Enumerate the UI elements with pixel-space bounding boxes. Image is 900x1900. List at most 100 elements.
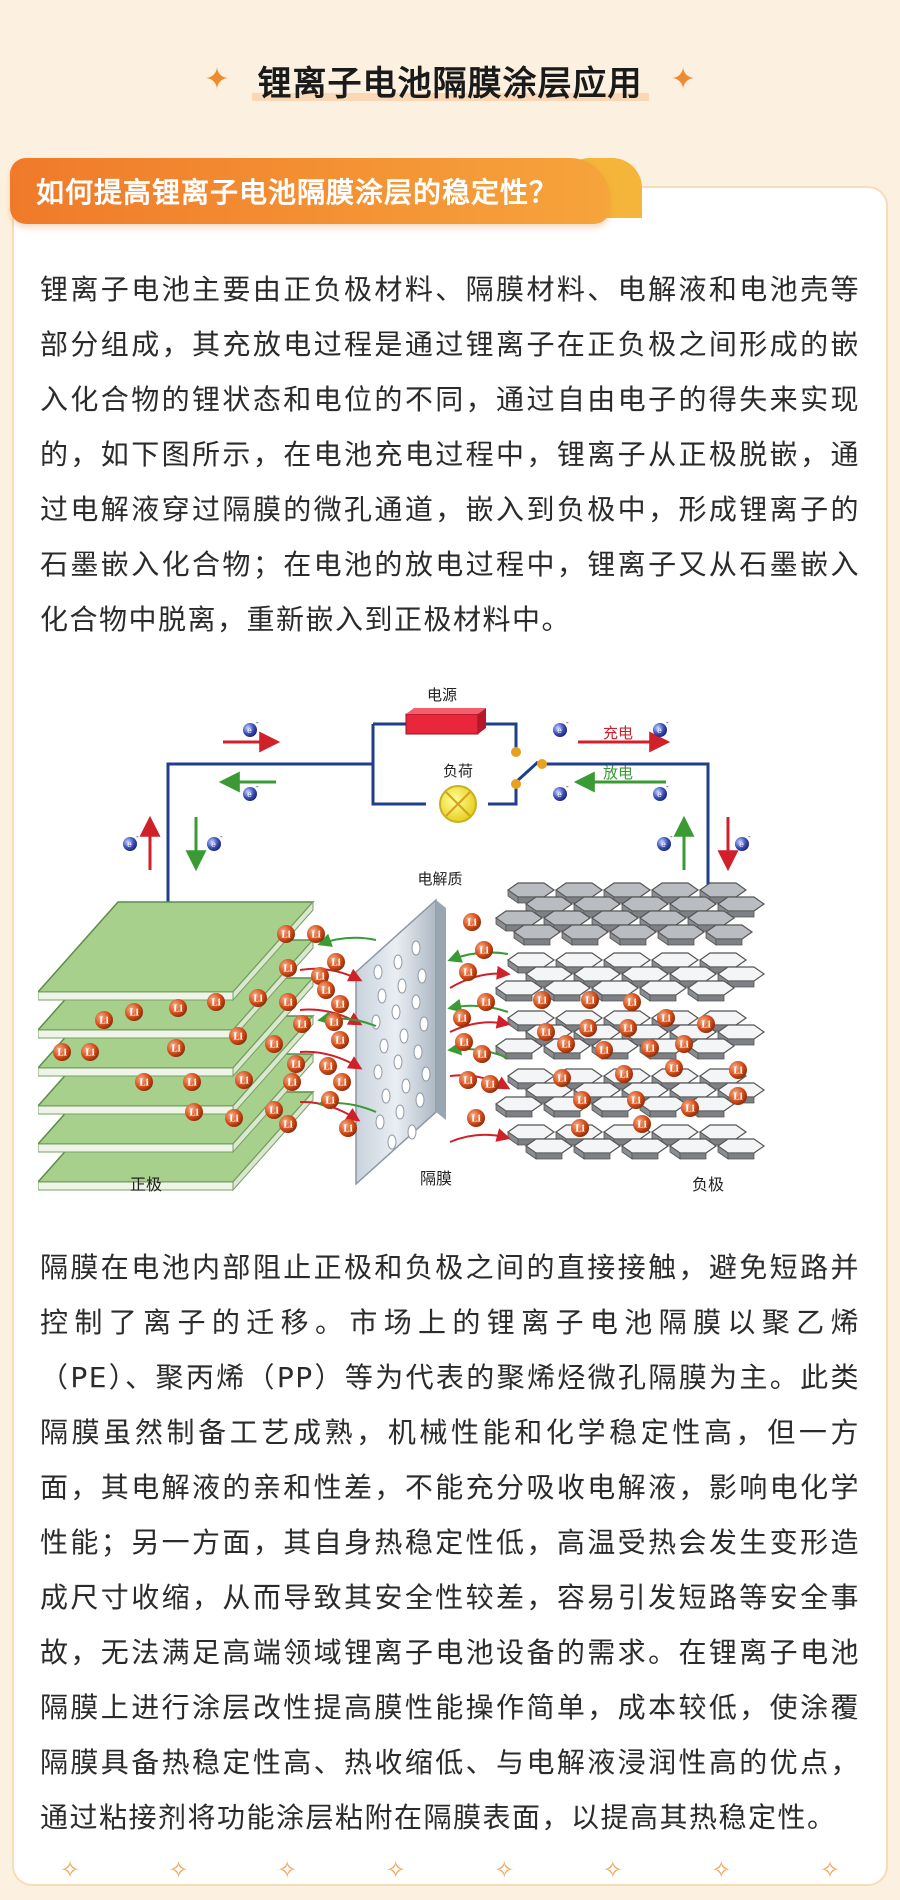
graphite-hex	[506, 882, 556, 904]
load-label: 负荷	[443, 762, 473, 780]
separator-paragraph: 隔膜在电池内部阻止正极和负极之间的直接接触，避免短路并控制了离子的迁移。市场上的…	[40, 1251, 860, 1834]
lithium-ion: Li	[627, 1091, 645, 1109]
lithium-ion: Li	[319, 1057, 337, 1075]
svg-text:Li: Li	[283, 965, 293, 975]
electron: e-	[735, 832, 751, 851]
lithium-ion: Li	[697, 1015, 715, 1033]
graphite-hex	[494, 1038, 544, 1060]
star-icon: ✧	[277, 1856, 298, 1884]
svg-text:Li: Li	[733, 1067, 743, 1077]
footer-decoration: ✧✧✧✧✧✧✧✧	[60, 1852, 840, 1888]
star-icon: ✦	[670, 62, 696, 97]
graphite-hex	[704, 924, 754, 946]
separator-pore	[391, 1004, 401, 1020]
svg-text:Li: Li	[287, 1079, 297, 1089]
discharge-label: 放电	[603, 764, 633, 782]
power-source	[405, 708, 486, 735]
separator-pore	[415, 1092, 425, 1108]
svg-text:Li: Li	[283, 999, 293, 1009]
electron: e-	[657, 832, 673, 851]
svg-text:Li: Li	[99, 1017, 109, 1027]
star-icon: ✧	[385, 1856, 406, 1884]
svg-text:Li: Li	[485, 1081, 495, 1091]
separator-pore	[393, 1054, 403, 1070]
svg-text:Li: Li	[323, 1063, 333, 1073]
lithium-ion: Li	[453, 1009, 471, 1027]
svg-text:-: -	[256, 718, 259, 727]
lithium-ion: Li	[265, 1035, 283, 1053]
electron: e-	[123, 832, 139, 851]
svg-text:Li: Li	[173, 1005, 183, 1015]
svg-text:Li: Li	[471, 1115, 481, 1125]
lithium-ion: Li	[455, 1033, 473, 1051]
svg-text:e: e	[127, 840, 132, 849]
svg-text:Li: Li	[479, 947, 489, 957]
lithium-ion: Li	[623, 993, 641, 1011]
lithium-ion: Li	[459, 963, 477, 981]
lithium-ion: Li	[135, 1073, 153, 1091]
lithium-ion: Li	[657, 1009, 675, 1027]
svg-text:Li: Li	[467, 919, 477, 929]
svg-text:-: -	[136, 832, 139, 841]
lithium-ion: Li	[283, 1073, 301, 1091]
graphite-hex	[656, 924, 706, 946]
lithium-ion: Li	[331, 995, 349, 1013]
svg-text:e: e	[739, 840, 744, 849]
star-icon: ✧	[602, 1856, 623, 1884]
svg-text:-: -	[566, 782, 569, 791]
electron: e-	[553, 782, 569, 801]
svg-text:Li: Li	[343, 1125, 353, 1135]
svg-text:Li: Li	[669, 1065, 679, 1075]
svg-text:Li: Li	[661, 1015, 671, 1025]
page-title: 锂离子电池隔膜涂层应用	[244, 56, 657, 105]
svg-text:-: -	[670, 832, 673, 841]
svg-text:Li: Li	[599, 1047, 609, 1057]
svg-text:Li: Li	[631, 1097, 641, 1107]
graphite-hex	[716, 1024, 766, 1046]
lithium-ion: Li	[681, 1099, 699, 1117]
svg-text:e: e	[657, 790, 662, 799]
svg-text:Li: Li	[583, 1025, 593, 1035]
charge-label: 充电	[603, 724, 633, 742]
graphite-hex	[716, 966, 766, 988]
separator-pore	[377, 988, 387, 1004]
separator-pore	[379, 1038, 389, 1054]
svg-text:Li: Li	[623, 1025, 633, 1035]
electron: e-	[207, 832, 223, 851]
separator-pore	[393, 954, 403, 970]
svg-text:Li: Li	[329, 1019, 339, 1029]
lithium-ion: Li	[475, 941, 493, 959]
separator-pore	[387, 1134, 397, 1150]
ion-arrow	[299, 967, 363, 982]
lithium-ion: Li	[311, 967, 329, 985]
graphite-hex	[716, 1138, 766, 1160]
svg-text:e: e	[557, 790, 562, 799]
ion-arrow	[449, 1074, 511, 1090]
lithium-ion: Li	[279, 993, 297, 1011]
separator-pore	[417, 968, 427, 984]
svg-text:Li: Li	[283, 1121, 293, 1131]
svg-text:Li: Li	[189, 1109, 199, 1119]
svg-text:Li: Li	[679, 1041, 689, 1051]
svg-text:Li: Li	[701, 1021, 711, 1031]
svg-text:Li: Li	[541, 1029, 551, 1039]
cathode-label: 正极	[130, 1175, 162, 1194]
star-icon: ✧	[494, 1856, 515, 1884]
separator-pore	[375, 1114, 385, 1130]
svg-text:Li: Li	[321, 987, 331, 997]
lithium-ion: Li	[331, 1031, 349, 1049]
svg-text:Li: Li	[575, 1125, 585, 1135]
svg-text:Li: Li	[171, 1045, 181, 1055]
graphite-hex	[560, 924, 610, 946]
lithium-ion: Li	[325, 1013, 343, 1031]
lithium-ion: Li	[675, 1035, 693, 1053]
ion-arrow	[449, 1128, 511, 1143]
lithium-ion: Li	[729, 1061, 747, 1079]
switch-contact	[537, 759, 547, 769]
svg-text:e: e	[661, 840, 666, 849]
lithium-ion: Li	[207, 993, 225, 1011]
svg-text:Li: Li	[561, 1041, 571, 1051]
lithium-ion: Li	[463, 913, 481, 931]
lithium-ion: Li	[571, 1119, 589, 1137]
